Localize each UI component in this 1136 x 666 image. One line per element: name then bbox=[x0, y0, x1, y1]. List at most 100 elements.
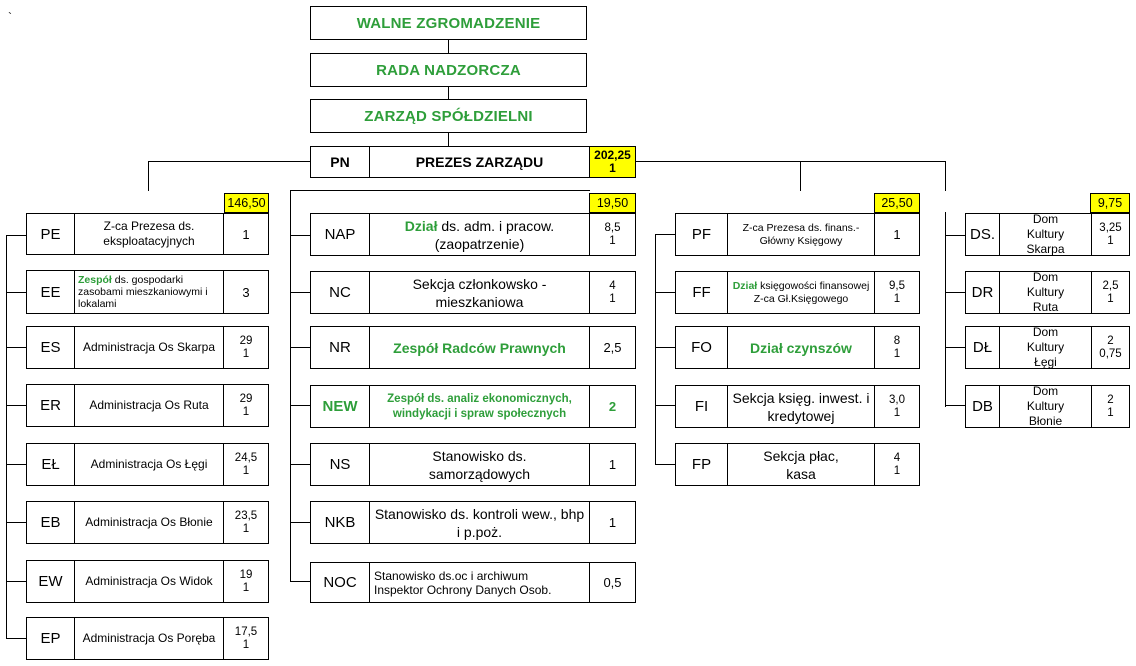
ew-name: Administracja Os Widok bbox=[74, 560, 224, 603]
fi-code: FI bbox=[675, 385, 728, 428]
pe-code: PE bbox=[26, 213, 75, 255]
ff-v1: 9,5 bbox=[889, 279, 905, 292]
noc-name-line2: Inspektor Ochrony Danych Osob. bbox=[374, 582, 552, 597]
ee-name-bold: Zespół bbox=[78, 274, 112, 286]
dl-code: DŁ bbox=[965, 326, 1000, 369]
fo-v2: 1 bbox=[893, 347, 901, 360]
president-total-1: 202,25 bbox=[594, 148, 631, 162]
ew-v2: 1 bbox=[242, 581, 250, 594]
er-name: Administracja Os Ruta bbox=[74, 384, 224, 427]
new-name: Zespół ds. analiz ekonomicznych, windyka… bbox=[369, 385, 590, 428]
col4-total: 9,75 bbox=[1090, 193, 1130, 213]
eb-code: EB bbox=[26, 501, 75, 544]
fi-v1: 3,0 bbox=[889, 393, 905, 406]
ff-v2: 1 bbox=[893, 292, 901, 305]
president-totals: 202,25 1 bbox=[589, 146, 636, 178]
nkb-value: 1 bbox=[589, 501, 636, 544]
noc-value: 0,5 bbox=[589, 562, 636, 603]
dr-code: DR bbox=[965, 271, 1000, 314]
nap-v2: 1 bbox=[609, 234, 616, 247]
ee-name-rest: ds. gospodarki zasobami mieszkaniowymi i… bbox=[78, 274, 208, 310]
db-v1: 2 bbox=[1107, 393, 1114, 406]
es-v1: 29 bbox=[239, 334, 253, 347]
fp-name: Sekcja płac, kasa bbox=[727, 443, 875, 486]
nap-v1: 8,5 bbox=[604, 221, 621, 234]
eb-name: Administracja Os Błonie bbox=[74, 501, 224, 544]
fo-v1: 8 bbox=[893, 334, 901, 347]
db-v2: 1 bbox=[1107, 406, 1114, 419]
dl-v2: 0,75 bbox=[1099, 347, 1122, 360]
es-v2: 1 bbox=[242, 347, 250, 360]
eb-v1: 23,5 bbox=[234, 509, 258, 522]
el-name: Administracja Os Łęgi bbox=[74, 443, 224, 486]
nap-name-rest: ds. adm. i pracow.(zaopatrzenie) bbox=[434, 217, 555, 252]
ew-code: EW bbox=[26, 560, 75, 603]
col2-total: 19,50 bbox=[589, 193, 636, 213]
pf-value: 1 bbox=[874, 213, 920, 256]
ep-name: Administracja Os Poręba bbox=[74, 617, 224, 660]
nc-v1: 4 bbox=[609, 279, 616, 292]
ns-name: Stanowisko ds. samorządowych bbox=[369, 443, 590, 486]
pe-name: Z-ca Prezesa ds. eksploatacyjnych bbox=[74, 213, 224, 255]
el-v1: 24,5 bbox=[234, 451, 258, 464]
ds-v2: 1 bbox=[1107, 234, 1114, 247]
noc-name: Stanowisko ds.oc i archiwum Inspektor Oc… bbox=[369, 562, 590, 603]
ds-v1: 3,25 bbox=[1099, 221, 1122, 234]
ns-value: 1 bbox=[589, 443, 636, 486]
nap-code: NAP bbox=[310, 213, 370, 256]
president-name: PREZES ZARZĄDU bbox=[369, 146, 590, 178]
ep-v2: 1 bbox=[242, 638, 250, 651]
es-code: ES bbox=[26, 326, 75, 369]
zarzad-box: ZARZĄD SPÓŁDZIELNI bbox=[310, 99, 587, 133]
new-value: 2 bbox=[589, 385, 636, 428]
nkb-code: NKB bbox=[310, 501, 370, 544]
er-v1: 29 bbox=[239, 392, 253, 405]
nap-name-bold: Dział bbox=[404, 217, 438, 234]
rada-nadzorcza-box: RADA NADZORCZA bbox=[310, 53, 587, 87]
fi-v2: 1 bbox=[893, 406, 901, 419]
fo-code: FO bbox=[675, 326, 728, 369]
ew-v1: 19 bbox=[239, 568, 253, 581]
nr-name: Zespół Radców Prawnych bbox=[369, 326, 590, 369]
president-total-2: 1 bbox=[609, 161, 616, 175]
nr-value: 2,5 bbox=[589, 326, 636, 369]
ds-name: Dom Kultury Skarpa bbox=[999, 212, 1092, 256]
db-name: Dom Kultury Błonie bbox=[999, 384, 1092, 428]
fp-v2: 1 bbox=[893, 464, 901, 477]
ff-name-bold: Dział bbox=[732, 279, 758, 292]
dr-name: Dom Kultury Ruta bbox=[999, 270, 1092, 314]
ep-v1: 17,5 bbox=[234, 625, 258, 638]
dl-v1: 2 bbox=[1107, 334, 1114, 347]
eb-v2: 1 bbox=[242, 522, 250, 535]
nc-v2: 1 bbox=[609, 292, 616, 305]
pf-code: PF bbox=[675, 213, 728, 256]
el-v2: 1 bbox=[242, 464, 250, 477]
fi-name: Sekcja księg. inwest. i kredytowej bbox=[727, 385, 875, 428]
ee-value: 3 bbox=[223, 270, 269, 314]
ff-name: Dział księgowości finansowej Z-ca Gł.Ksi… bbox=[727, 271, 875, 314]
db-code: DB bbox=[965, 385, 1000, 428]
nap-name: Dział ds. adm. i pracow.(zaopatrzenie) bbox=[369, 213, 590, 256]
nr-code: NR bbox=[310, 326, 370, 369]
ee-name: Zespół ds. gospodarki zasobami mieszkani… bbox=[74, 270, 224, 314]
noc-code: NOC bbox=[310, 562, 370, 603]
ns-code: NS bbox=[310, 443, 370, 486]
ff-name-rest: księgowości finansowej Z-ca Gł.Księgoweg… bbox=[753, 279, 870, 305]
ds-code: DS. bbox=[965, 213, 1000, 256]
col3-total: 25,50 bbox=[874, 193, 920, 213]
fp-code: FP bbox=[675, 443, 728, 486]
er-code: ER bbox=[26, 384, 75, 427]
ep-code: EP bbox=[26, 617, 75, 660]
el-code: EŁ bbox=[26, 443, 75, 486]
pf-name: Z-ca Prezesa ds. finans.- Główny Księgow… bbox=[727, 213, 875, 256]
